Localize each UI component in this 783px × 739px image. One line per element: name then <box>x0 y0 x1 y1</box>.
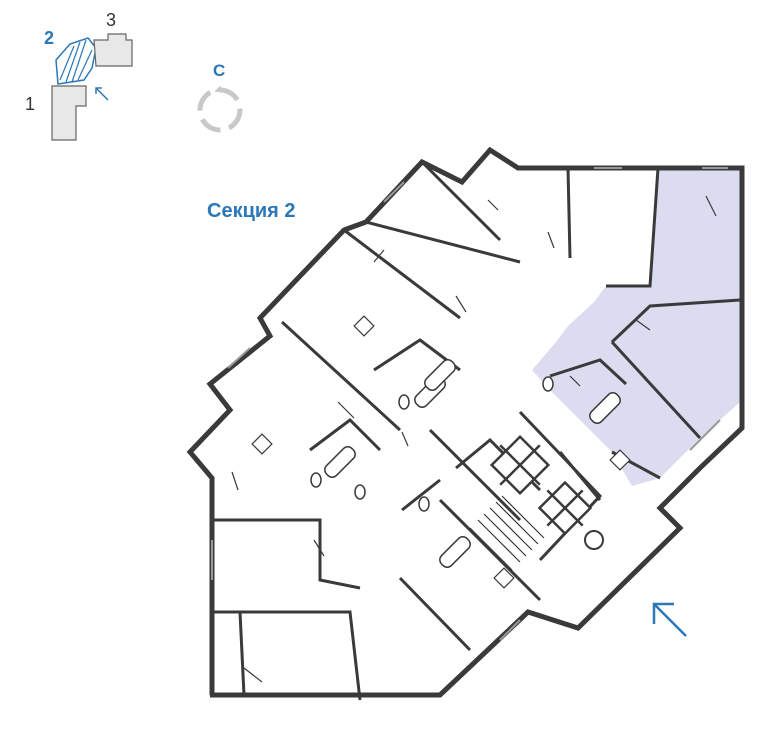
exterior-walls <box>186 146 745 698</box>
stove-icon <box>251 433 273 455</box>
doors <box>231 195 717 683</box>
building-2-hatch <box>59 39 93 83</box>
building-3-outline[interactable] <box>93 33 133 67</box>
toilet-icon <box>310 472 322 488</box>
stove-icon <box>493 567 515 589</box>
compass-icon: С <box>197 61 243 133</box>
key-label-2: 2 <box>44 28 54 48</box>
view-direction-arrow <box>652 602 687 637</box>
section-title: Секция 2 <box>207 200 296 222</box>
toilets <box>310 376 554 512</box>
bathtub-icon <box>424 359 456 391</box>
bathtub-icon <box>324 446 356 478</box>
highlighted-apartment[interactable] <box>532 168 740 486</box>
elevator-shafts <box>489 434 593 536</box>
building-2-outline[interactable] <box>55 37 97 85</box>
key-plan: 1 2 3 <box>25 10 133 141</box>
toilet-icon <box>418 496 430 512</box>
elevator-2-icon <box>537 480 593 536</box>
bathtub-icon <box>439 536 471 568</box>
bathtub-icon <box>589 392 621 424</box>
compass-north-label: С <box>213 61 225 80</box>
stove-icon <box>609 449 631 471</box>
key-label-3: 3 <box>106 10 116 30</box>
key-label-1: 1 <box>25 94 35 114</box>
bathtubs <box>324 359 621 568</box>
toilet-icon <box>398 394 410 410</box>
staircase <box>469 495 545 571</box>
kitchen-stoves <box>251 315 631 589</box>
toilet-icon <box>542 376 554 392</box>
stove-icon <box>353 315 375 337</box>
building-1-outline[interactable] <box>51 85 87 141</box>
view-arrow-small <box>95 87 109 101</box>
chute-icon <box>584 530 604 550</box>
elevator-1-icon <box>489 434 551 496</box>
toilet-icon <box>354 484 366 500</box>
windows <box>211 167 728 641</box>
